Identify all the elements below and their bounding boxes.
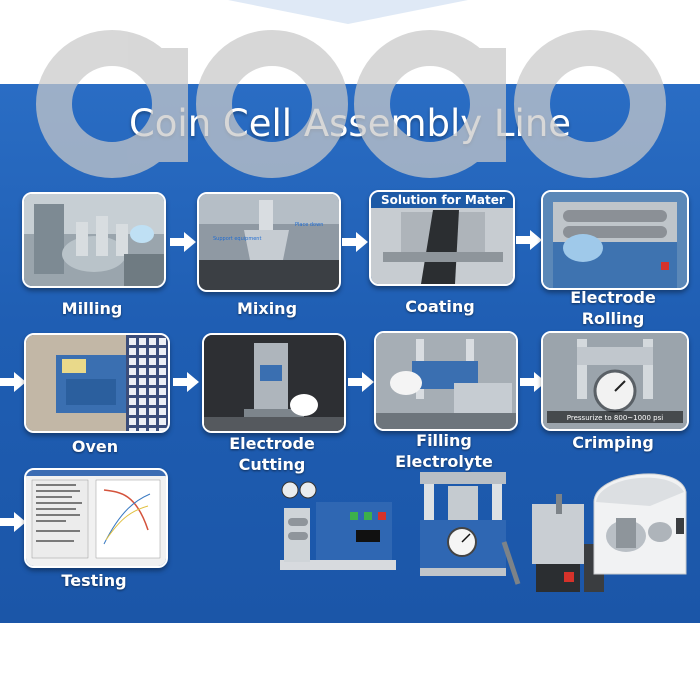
coating-banner-text: Solution for Mater bbox=[381, 193, 505, 207]
page-title: Coin Cell Assembly Line bbox=[128, 102, 572, 145]
step-label-testing: Testing bbox=[61, 571, 127, 590]
crimping-caption-text: Pressurize to 800~1000 psi bbox=[567, 414, 663, 422]
svg-text:Place down: Place down bbox=[295, 222, 323, 228]
step-label-coating: Coating bbox=[405, 297, 475, 316]
mixing-photo: Support equipment Place down bbox=[197, 192, 341, 292]
step-label-oven: Oven bbox=[71, 437, 119, 456]
arrow-right-icon bbox=[342, 232, 368, 252]
arrow-right-icon bbox=[0, 512, 26, 532]
arrow-right-icon bbox=[520, 372, 546, 392]
arrow-right-icon bbox=[0, 372, 26, 392]
electrode-cutting-photo bbox=[202, 333, 346, 433]
crimping-photo: Pressurize to 800~1000 psi bbox=[541, 331, 689, 431]
arrow-right-icon bbox=[516, 230, 542, 250]
testing-photo bbox=[24, 468, 168, 568]
step-label-electrode-cutting: Electrode Cutting bbox=[229, 434, 315, 474]
step-label-milling: Milling bbox=[61, 299, 123, 318]
assembly-line-panel: Coin Cell Assembly Line Milling Support … bbox=[0, 84, 700, 623]
step-label-electrode-rolling: Electrode Rolling bbox=[570, 288, 656, 328]
filling-electrolyte-photo bbox=[374, 331, 518, 431]
milling-photo bbox=[22, 192, 166, 288]
step-label-filling-electrolyte: Filling Electrolyte bbox=[395, 431, 493, 471]
electrode-rolling-photo bbox=[541, 190, 689, 290]
step-label-mixing: Mixing bbox=[236, 299, 298, 318]
oven-photo bbox=[24, 333, 170, 433]
arrow-right-icon bbox=[348, 372, 374, 392]
arrow-right-icon bbox=[170, 232, 196, 252]
crimping-machine-image bbox=[420, 472, 521, 585]
cutting-machine-image bbox=[532, 494, 604, 592]
logo-top-triangle bbox=[228, 0, 468, 24]
coating-photo: Solution for Mater bbox=[369, 190, 515, 286]
svg-text:Support equipment: Support equipment bbox=[213, 236, 261, 242]
ball-mill-image bbox=[593, 473, 687, 575]
arrow-right-icon bbox=[173, 372, 199, 392]
step-label-crimping: Crimping bbox=[572, 433, 654, 452]
rolling-machine-image bbox=[280, 481, 396, 570]
